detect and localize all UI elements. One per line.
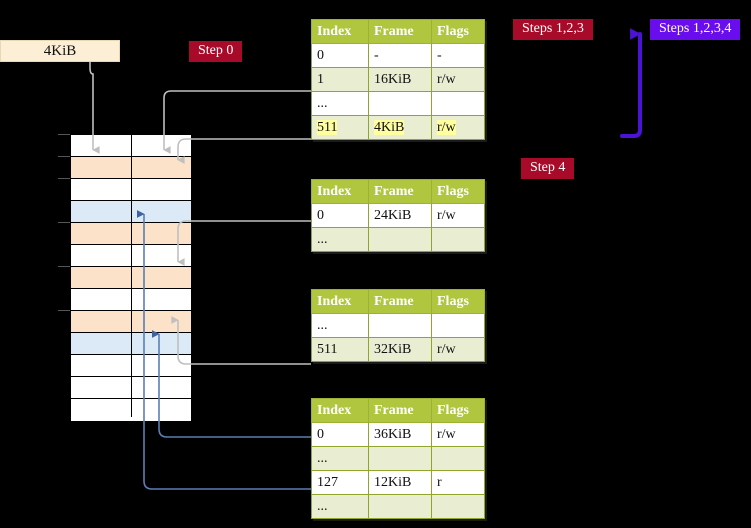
cell-frame: 32KiB <box>368 337 432 362</box>
cell-index: 511 <box>311 337 369 362</box>
cell-frame <box>368 91 432 116</box>
wire-memory-to-l1-row511 <box>177 138 311 164</box>
badge-step-0: Step 0 <box>189 41 243 62</box>
memory-ruler-tick <box>58 156 72 157</box>
cell-index: ... <box>311 446 369 471</box>
wire-l3-row511-to-memory <box>171 316 311 365</box>
cell-index: 0 <box>311 43 369 68</box>
cell-frame: 16KiB <box>368 67 432 92</box>
cell-index: 0 <box>311 422 369 447</box>
virtual-page-box: 4KiB <box>0 40 120 62</box>
cell-index: 1 <box>311 67 369 92</box>
badge-steps-123-label: Steps 1,2,3 <box>522 21 584 36</box>
cell-flags <box>431 227 485 252</box>
column-header-frame: Frame <box>368 19 432 44</box>
cell-flags <box>431 313 485 338</box>
cell-index: 511 <box>311 115 369 140</box>
cell-frame: - <box>368 43 432 68</box>
cell-flags: r/w <box>431 115 485 140</box>
table-row: ... <box>311 494 485 519</box>
column-header-frame: Frame <box>368 289 432 314</box>
table-row: ... <box>311 227 485 252</box>
cell-index: ... <box>311 227 369 252</box>
cell-highlight: 4KiB <box>374 119 405 135</box>
cell-index: ... <box>311 313 369 338</box>
column-header-index: Index <box>311 19 369 44</box>
cell-frame: 24KiB <box>368 203 432 228</box>
column-header-frame: Frame <box>368 179 432 204</box>
cell-flags: - <box>431 43 485 68</box>
table-row: ... <box>311 313 485 338</box>
cell-flags <box>431 494 485 519</box>
column-header-index: Index <box>311 179 369 204</box>
table-row: ... <box>311 91 485 116</box>
column-header-index: Index <box>311 398 369 423</box>
cell-flags: r/w <box>431 422 485 447</box>
cell-frame: 12KiB <box>368 470 432 495</box>
virtual-page-label: 4KiB <box>43 42 77 59</box>
badge-step-4-label: Step 4 <box>530 160 566 175</box>
cell-frame <box>368 227 432 252</box>
cell-frame <box>368 494 432 519</box>
badge-steps-1234-label: Steps 1,2,3,4 <box>659 21 732 36</box>
table-row: 0-- <box>311 43 485 68</box>
wire-l2-row0-to-memory <box>177 220 311 266</box>
cell-highlight: r/w <box>437 119 456 135</box>
cell-index: ... <box>311 494 369 519</box>
cell-flags: r/w <box>431 337 485 362</box>
badge-steps-1234: Steps 1,2,3,4 <box>650 19 741 40</box>
cell-index: 127 <box>311 470 369 495</box>
memory-ruler-tick <box>58 266 72 267</box>
cell-frame: 36KiB <box>368 422 432 447</box>
column-header-flags: Flags <box>431 179 485 204</box>
cell-index: ... <box>311 91 369 116</box>
badge-steps-123: Steps 1,2,3 <box>513 19 593 40</box>
cell-frame <box>368 446 432 471</box>
table-row: ... <box>311 446 485 471</box>
column-header-flags: Flags <box>431 289 485 314</box>
column-header-flags: Flags <box>431 19 485 44</box>
cell-flags: r <box>431 470 485 495</box>
memory-ruler-tick <box>58 310 72 311</box>
cell-flags: r/w <box>431 203 485 228</box>
memory-ruler-tick <box>58 134 72 135</box>
memory-ruler-tick <box>58 178 72 179</box>
memory-column-divider <box>131 135 132 417</box>
cell-highlight: 511 <box>317 119 338 135</box>
column-header-flags: Flags <box>431 398 485 423</box>
memory-ruler-tick <box>58 222 72 223</box>
table-row: 511 4KiB r/w <box>311 115 485 140</box>
cell-flags: r/w <box>431 67 485 92</box>
cell-frame <box>368 313 432 338</box>
column-header-index: Index <box>311 289 369 314</box>
badge-step-4: Step 4 <box>521 158 575 179</box>
cell-flags <box>431 91 485 116</box>
column-header-frame: Frame <box>368 398 432 423</box>
physical-memory-column <box>70 134 191 421</box>
badge-step-0-label: Step 0 <box>198 43 234 58</box>
cell-index: 0 <box>311 203 369 228</box>
cell-flags <box>431 446 485 471</box>
cell-frame: 4KiB <box>368 115 432 140</box>
wire-steps-bracket-purple <box>620 28 642 138</box>
